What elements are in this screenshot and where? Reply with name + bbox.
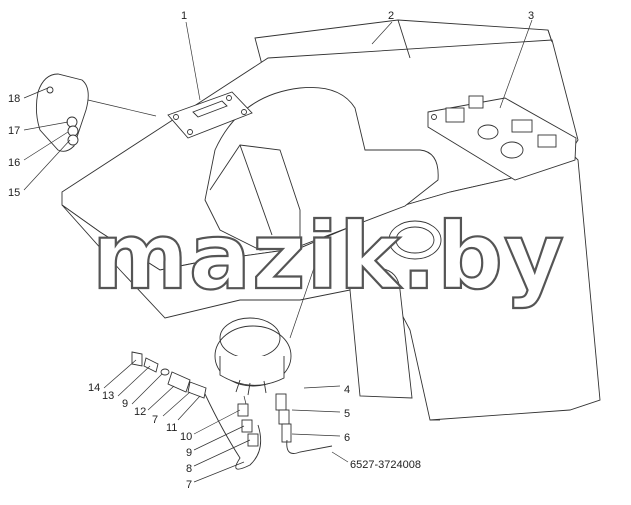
dashboard-console [61,19,601,421]
callout-9b: 9 [186,447,192,459]
part-code-label: 6527-3724008 [350,459,421,471]
callout-5: 5 [344,408,350,420]
callout-1: 1 [181,10,187,22]
sensor-assembly [275,393,333,454]
callout-9a: 9 [122,398,128,410]
dash-gauge [388,220,442,260]
switch-panel [427,95,577,181]
callout-labels: 1 2 3 4 5 6 7 7 8 9 9 10 11 12 13 14 15 … [8,10,534,491]
callout-10: 10 [180,431,192,443]
gauge-assembly [214,264,316,396]
leader-lines [23,19,533,483]
callout-15: 15 [8,187,20,199]
callout-12: 12 [134,406,146,418]
watermark-text: mazik.by [92,203,565,310]
label-plate [35,73,157,152]
fittings-hose [131,351,262,470]
callout-14: 14 [88,382,100,394]
callout-8: 8 [186,463,192,475]
callout-7a: 7 [152,414,158,426]
callout-7b: 7 [186,479,192,491]
callout-3: 3 [528,10,534,22]
callout-11: 11 [166,422,177,434]
callout-4: 4 [344,384,350,396]
cover-plate [167,91,253,139]
callout-16: 16 [8,157,20,169]
callout-18: 18 [8,93,20,105]
callout-13: 13 [102,390,114,402]
callout-6: 6 [344,432,350,444]
callout-17: 17 [8,125,20,137]
callout-2: 2 [388,10,394,22]
